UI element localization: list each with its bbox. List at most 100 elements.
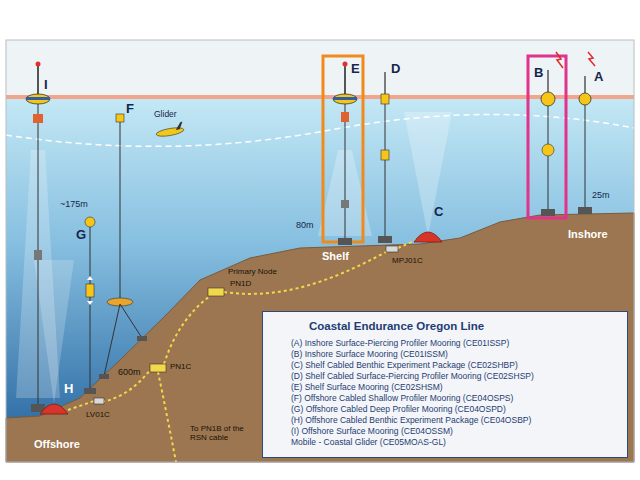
mooring-letter: C <box>434 205 443 220</box>
legend-line: (F) Offshore Cabled Shallow Profiler Moo… <box>291 393 617 404</box>
sonar-beam <box>34 260 74 404</box>
instrument-frame <box>341 112 349 122</box>
buoy-band <box>333 97 357 100</box>
legend-line: (I) Offshore Surface Mooring (CE04OSSM) <box>291 426 617 437</box>
mooring-line <box>585 105 586 207</box>
node-label: PN1D <box>230 279 251 288</box>
node-box <box>150 364 166 372</box>
tripod-leg <box>120 304 142 338</box>
legend-panel: Coastal Endurance Oregon Line (A) Inshore… <box>262 311 628 458</box>
signal-bolt <box>556 52 563 68</box>
depth-label: 600m <box>118 367 141 377</box>
mooring-anchor <box>378 236 392 243</box>
cable-segment <box>398 240 416 248</box>
surface-buoy <box>541 92 555 106</box>
buoy-pole <box>584 76 586 93</box>
mooring-line <box>345 104 346 238</box>
node-box <box>208 288 224 296</box>
mooring-letter: D <box>391 62 400 77</box>
mooring-line <box>120 122 121 300</box>
node-box <box>386 246 398 252</box>
mooring-letter: B <box>534 66 543 81</box>
benthic-package <box>40 404 68 414</box>
mooring-anchor <box>99 374 109 379</box>
mooring-anchor <box>578 207 592 214</box>
subsurface-float <box>542 144 554 156</box>
legend-line: (A) Inshore Surface-Piercing Profiler Mo… <box>291 338 617 349</box>
profiler-arrows <box>87 276 93 305</box>
legend-line: (D) Shelf Cabled Surface-Piercing Profil… <box>291 371 617 382</box>
float <box>116 114 124 122</box>
node-label: PN1C <box>170 362 191 371</box>
surface-float <box>381 94 389 104</box>
depth-label: ~175m <box>60 199 88 209</box>
profiler <box>381 150 389 160</box>
diagram-frame <box>6 40 634 462</box>
mooring-line <box>90 227 91 388</box>
buoy-tower <box>37 66 39 95</box>
mooring-letter: H <box>64 382 73 397</box>
sonar-beam <box>404 112 452 236</box>
region-label: Inshore <box>568 228 608 241</box>
float <box>85 217 95 227</box>
cable-segment <box>224 252 386 294</box>
depth-label: 25m <box>592 190 610 200</box>
glider <box>155 122 185 138</box>
buoy-light <box>36 62 41 67</box>
surface-buoy <box>579 93 591 105</box>
mooring-anchor <box>541 209 555 216</box>
buoy-tower <box>344 66 346 95</box>
mooring-letter: E <box>351 62 360 77</box>
node-label: LV01C <box>86 410 110 419</box>
instrument-frame <box>33 114 43 123</box>
instrument <box>341 200 349 208</box>
depth-label: 80m <box>296 220 314 230</box>
node-box <box>94 398 104 404</box>
mooring-letter: I <box>44 78 48 93</box>
region-label: Offshore <box>34 438 80 451</box>
glider-fin <box>175 122 184 130</box>
mooring-anchor <box>338 238 352 245</box>
note-label: To PN1B of the RSN cable <box>190 424 252 442</box>
node-label: MPJ01C <box>392 256 423 265</box>
mooring-anchor <box>137 336 147 341</box>
legend-line: (E) Shelf Surface Mooring (CE02SHSM) <box>291 382 617 393</box>
mooring-anchor <box>84 388 96 394</box>
tripod-leg <box>104 304 120 376</box>
mooring-letter: G <box>76 228 86 243</box>
sky <box>6 40 634 100</box>
legend-line: (C) Shelf Cabled Benthic Experiment Pack… <box>291 360 617 371</box>
legend-line: Mobile - Coastal Glider (CE05MOAS-GL) <box>291 437 617 448</box>
mooring-line <box>385 104 386 238</box>
seafloor <box>6 213 634 462</box>
cable-segment <box>164 296 210 364</box>
mooring-letter: A <box>594 70 603 85</box>
buoy-tower <box>547 70 549 93</box>
node-label: Primary Node <box>228 267 277 276</box>
surface-buoy <box>26 94 50 104</box>
highlight-frame <box>323 56 363 242</box>
buoy-band <box>26 97 50 100</box>
sea-surface <box>6 95 634 99</box>
glider-path <box>6 114 634 146</box>
buoy-pole <box>384 72 386 94</box>
deep-profiler <box>86 284 94 297</box>
benthic-package <box>414 232 442 242</box>
legend-line: (G) Offshore Cabled Deep Profiler Moorin… <box>291 404 617 415</box>
vehicle-label: Glider <box>154 110 177 120</box>
surface-buoy <box>333 94 357 104</box>
highlight-frame <box>528 56 566 218</box>
mooring-line <box>548 106 549 209</box>
buoy-light <box>343 62 348 67</box>
legend-line: (B) Inshore Surface Mooring (CE01ISSM) <box>291 349 617 360</box>
instrument <box>34 250 42 260</box>
signal-bolt <box>588 52 595 66</box>
sea-water <box>6 98 634 462</box>
mooring-letter: F <box>126 102 134 117</box>
cable-segment <box>158 372 176 462</box>
region-label: Shelf <box>322 250 349 263</box>
cable-segment <box>68 401 94 410</box>
legend-line: (H) Offshore Cabled Benthic Experiment P… <box>291 415 617 426</box>
legend-title: Coastal Endurance Oregon Line <box>291 320 617 332</box>
